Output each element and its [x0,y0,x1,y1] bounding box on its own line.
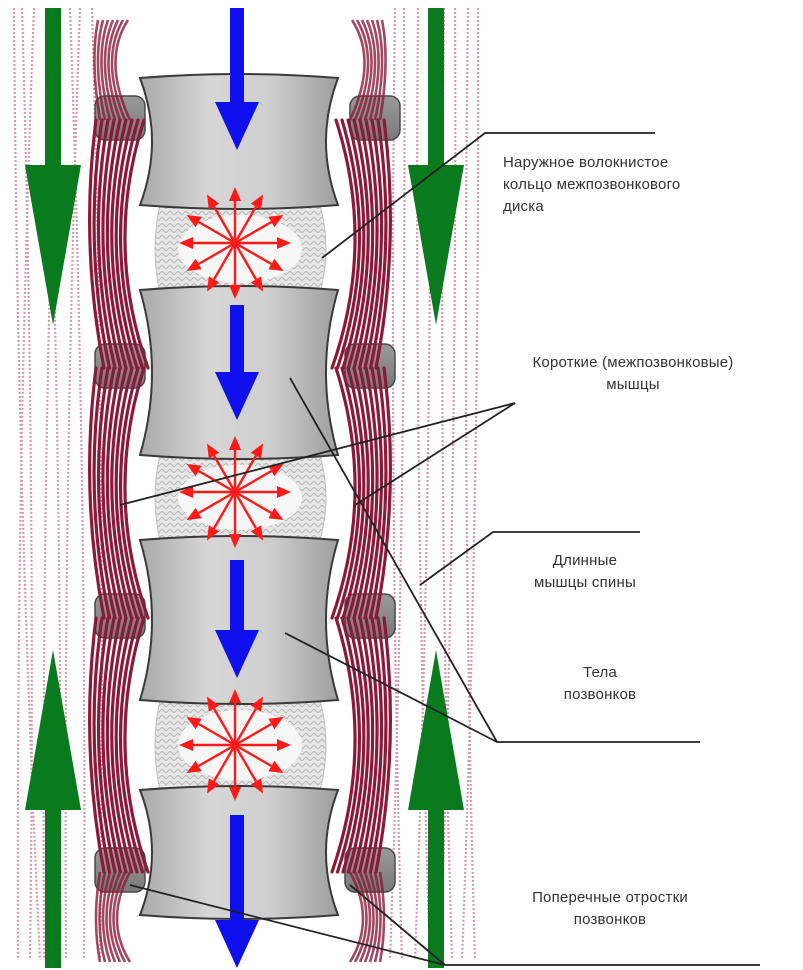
label-long-muscles: Длинные мышцы спины [490,550,680,594]
label-processes-line1: Поперечные отростки [470,887,750,909]
label-annulus-line2: кольцо межпозвонкового [503,174,680,196]
label-annulus: Наружное волокнистое кольцо межпозвонков… [503,152,680,218]
long-muscle-fiber [22,8,32,960]
down-arrow-icon [215,920,259,968]
label-annulus-line1: Наружное волокнистое [503,152,680,174]
pressure-center [231,741,239,749]
long-muscle-fiber [462,8,478,960]
long-muscle-fiber [66,8,80,960]
label-bodies-line1: Тела [520,662,680,684]
label-processes-line2: позвонков [470,909,750,931]
label-bodies: Тела позвонков [520,662,680,706]
pressure-center [231,239,239,247]
label-bodies-line2: позвонков [520,684,680,706]
label-short-muscles-line2: мышцы [480,374,786,396]
label-short-muscles: Короткие (межпозвонковые) мышцы [480,352,786,396]
up-arrow-icon-shaft [45,810,61,968]
down-arrow-icon-shaft [45,8,61,165]
down-arrow-icon-shaft [230,305,244,372]
label-annulus-line3: диска [503,196,680,218]
down-arrow-icon-shaft [230,815,244,920]
up-arrow-icon [408,650,464,810]
label-long-muscles-line2: мышцы спины [490,572,680,594]
up-arrow-icon-shaft [428,810,444,968]
label-short-muscles-line1: Короткие (межпозвонковые) [480,352,786,374]
down-arrow-icon-shaft [428,8,444,165]
label-long-muscles-line1: Длинные [490,550,680,572]
down-arrow-icon-shaft [230,8,244,102]
up-arrow-icon [25,650,81,810]
long-muscle-fiber [70,8,84,960]
down-arrow-icon-shaft [230,560,244,630]
long-muscle-fiber [390,8,404,960]
label-processes: Поперечные отростки позвонков [470,887,750,931]
pressure-center [231,488,239,496]
